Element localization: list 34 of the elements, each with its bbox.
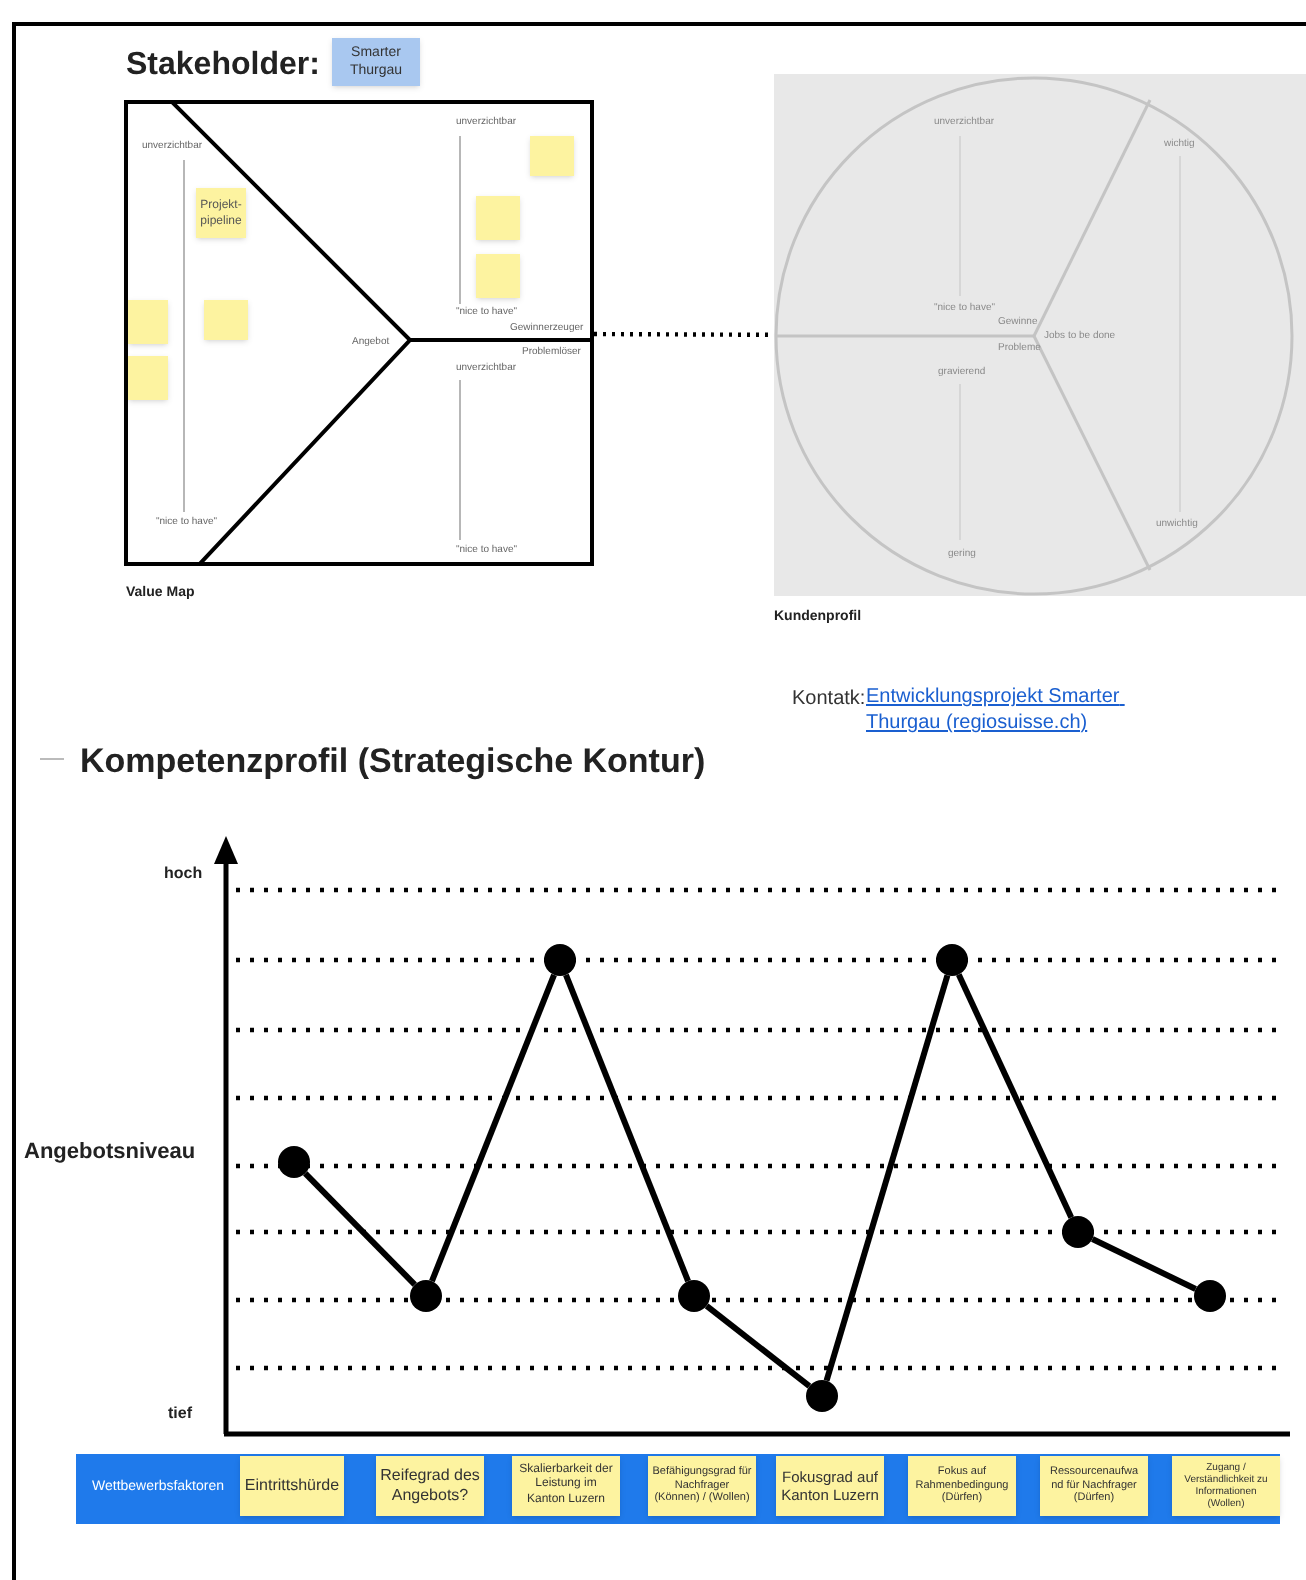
sticky-note <box>530 136 574 176</box>
sticky-note <box>204 300 248 340</box>
profile-line <box>1091 1236 1197 1292</box>
heading: Stakeholder: <box>126 46 320 86</box>
value-map-box <box>124 100 594 566</box>
data-point <box>678 1280 710 1312</box>
data-point <box>278 1146 310 1178</box>
label: hoch <box>164 862 203 886</box>
profile-line <box>429 973 557 1283</box>
heading: Kompetenzprofil (Strategische Kontur) <box>80 740 706 784</box>
factor-band <box>76 1454 1280 1524</box>
label: tief <box>168 1402 192 1426</box>
sticky-note <box>476 196 520 240</box>
profile-line <box>563 973 691 1283</box>
dotted-connector <box>594 331 774 338</box>
data-point <box>544 944 576 976</box>
data-point <box>410 1280 442 1312</box>
sticky-note <box>128 300 168 344</box>
profile-line <box>303 1171 417 1287</box>
data-point <box>1062 1216 1094 1248</box>
customer-profile-circle <box>774 76 1294 596</box>
sticky-note <box>476 254 520 298</box>
data-point <box>1194 1280 1226 1312</box>
axis-title: Angebotsniveau <box>24 1138 196 1168</box>
profile-line <box>704 1303 812 1389</box>
profile-line <box>823 974 951 1382</box>
label: Kontatk: <box>792 686 866 714</box>
data-point <box>936 944 968 976</box>
profile-line <box>956 973 1074 1219</box>
link: Entwicklungsprojekt Smarter Thurgau (regiosuisse.ch) <box>866 684 1122 736</box>
sticky-note: Reifegrad des Angebots? <box>376 1456 484 1516</box>
sticky-note: Eintrittshürde <box>240 1456 344 1516</box>
data-point <box>806 1380 838 1412</box>
sticky-note <box>128 356 168 400</box>
